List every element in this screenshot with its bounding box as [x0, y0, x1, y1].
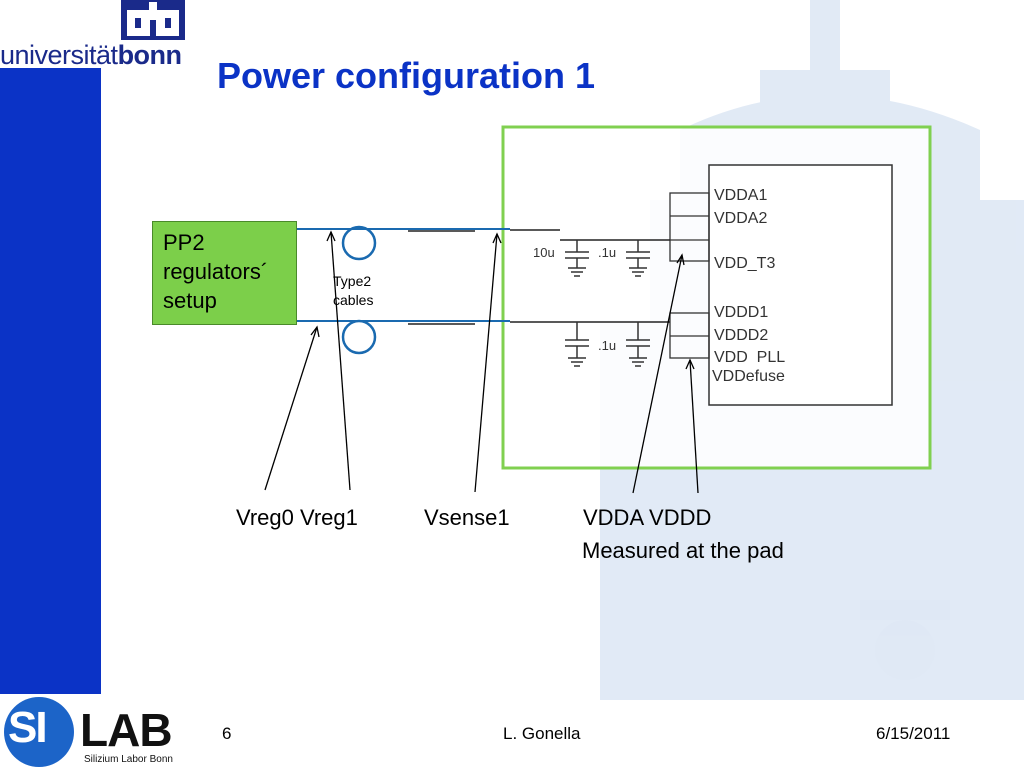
- capacitor-01u-top: [626, 240, 650, 277]
- silab-logo-lab: LAB: [80, 704, 173, 756]
- capacitor-10u: [565, 240, 589, 277]
- silab-logo-circle: [4, 697, 74, 767]
- sidebar-band: [0, 0, 101, 768]
- university-logo: universitätbonn: [0, 0, 190, 71]
- university-logo-text: universitätbonn: [0, 40, 182, 71]
- chip-pin-label: VDD_T3: [714, 255, 776, 272]
- cable-ring-bottom: [341, 319, 377, 355]
- chip-pin-label: VDDD2: [714, 327, 769, 344]
- cable-label: Type2 cables: [333, 273, 374, 308]
- silab-logo-subtitle: Silizium Labor Bonn: [84, 754, 173, 765]
- cable-ring-top: [341, 225, 377, 261]
- annotation-vsense: Vsense1: [424, 505, 510, 530]
- cable-lines: [297, 228, 510, 322]
- chip-pin-label: VDDA2: [714, 210, 768, 227]
- annotation-measured: Measured at the pad: [582, 538, 784, 563]
- supply-lines: [408, 229, 670, 325]
- chip-pin-label: VDDD1: [714, 304, 769, 321]
- footer-author: L. Gonella: [503, 724, 581, 743]
- capacitor-bottom-left: [565, 322, 589, 367]
- logo-text-regular: universität: [0, 40, 118, 70]
- chip-box: [708, 164, 893, 406]
- crest-icon: [121, 0, 185, 40]
- chip-pin-label: VDD PLL: [714, 349, 786, 366]
- pp2-regulator-label: PP2 regulators´ setup: [163, 230, 269, 313]
- pin-block-digital: [669, 312, 710, 359]
- chip-pin-label: VDDefuse: [712, 368, 785, 385]
- footer-date: 6/15/2011: [876, 724, 951, 743]
- silab-logo-si: SI: [8, 703, 48, 752]
- logo-text-bold: bonn: [117, 40, 182, 70]
- pin-block-analog: [669, 192, 710, 262]
- chip-pin-label: VDDA1: [714, 187, 768, 204]
- annotation-vreg: Vreg0 Vreg1: [236, 505, 358, 530]
- capacitor-label-01u-top: .1u: [598, 245, 617, 260]
- pp2-regulator-box: [152, 221, 297, 325]
- annotation-arrows: [264, 230, 699, 494]
- capacitor-01u-bottom: [626, 322, 650, 367]
- annotation-vdda-vddd: VDDA VDDD: [583, 505, 712, 530]
- page-number: 6: [222, 724, 232, 743]
- slide-title: Power configuration 1: [217, 55, 596, 96]
- capacitor-label-01u-bottom: .1u: [598, 338, 617, 353]
- capacitor-label-10u: 10u: [533, 245, 555, 260]
